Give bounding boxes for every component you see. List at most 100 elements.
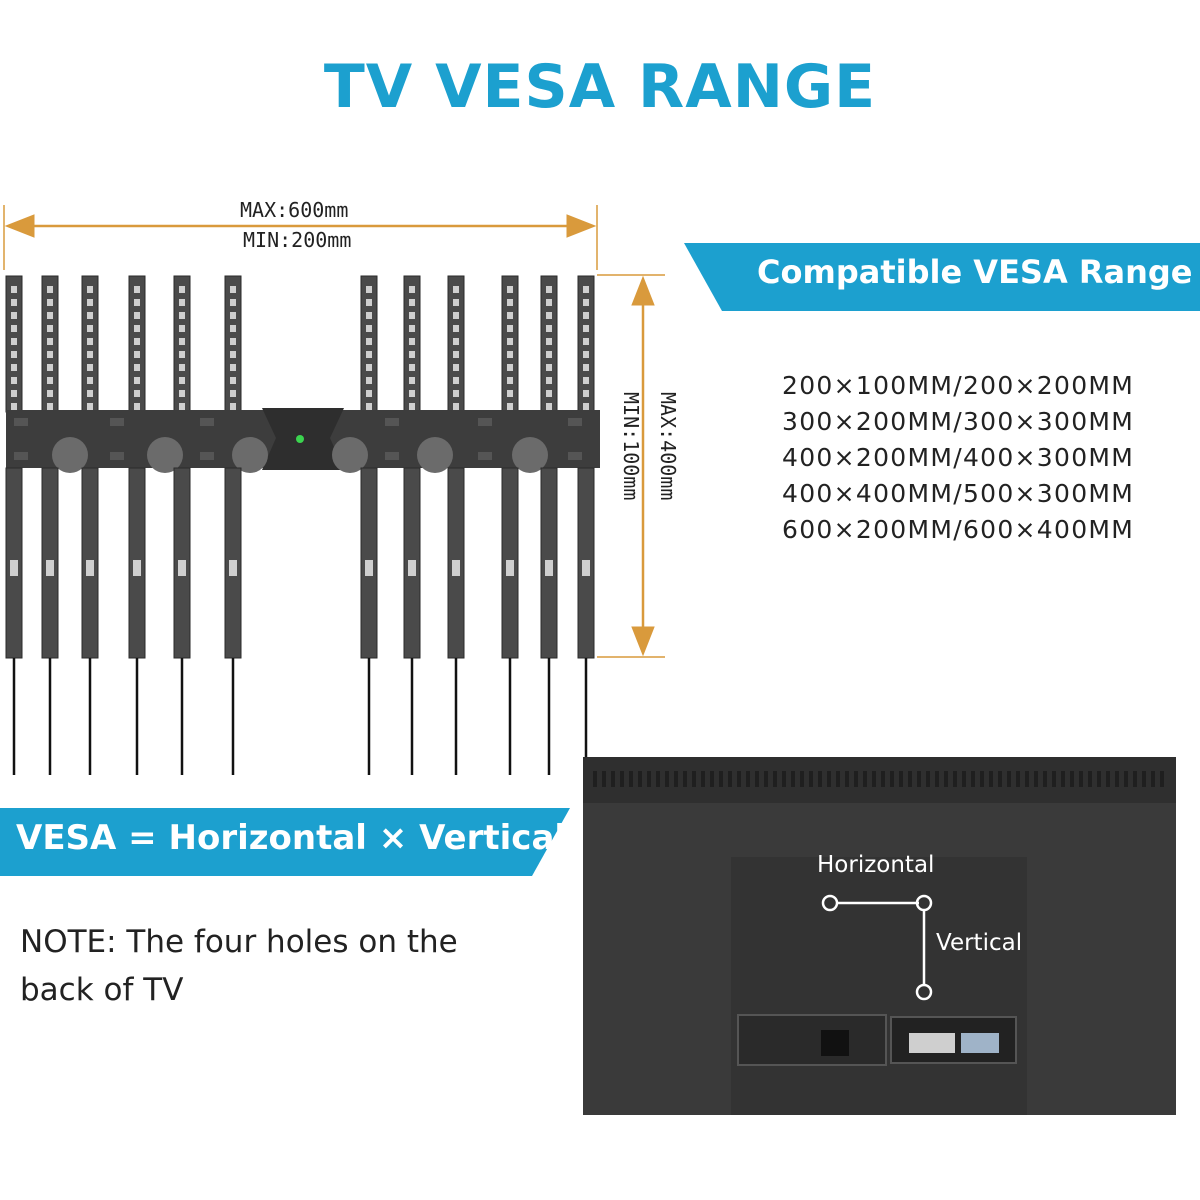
arm-slot [179, 403, 185, 410]
vent-slot [656, 771, 660, 787]
arm-slot [546, 286, 552, 293]
arm-slot [11, 299, 17, 306]
vent-slot [953, 771, 957, 787]
vent-slot [827, 771, 831, 787]
arm-slot [179, 351, 185, 358]
vent-slot [1097, 771, 1101, 787]
arm-slot [583, 351, 589, 358]
arm-slot [453, 312, 459, 319]
arm-slot [453, 377, 459, 384]
arm-slot [179, 338, 185, 345]
page-title: TV VESA RANGE [323, 52, 877, 122]
arm-slot [230, 364, 236, 371]
arm-slot [546, 299, 552, 306]
arm-slot [134, 403, 140, 410]
arm-slot [583, 403, 589, 410]
vent-slot [638, 771, 642, 787]
vent-slot [1142, 771, 1146, 787]
arm-slot [545, 560, 553, 576]
arm-slot [134, 351, 140, 358]
arm-slot [47, 286, 53, 293]
vent-slot [1016, 771, 1020, 787]
arm-slot [506, 560, 514, 576]
arm-slot [409, 325, 415, 332]
arm-slot [583, 377, 589, 384]
arm-slot [546, 351, 552, 358]
vent-slot [818, 771, 822, 787]
arm-slot [507, 312, 513, 319]
arm-slot [133, 560, 141, 576]
vent-slot [620, 771, 624, 787]
arm-slot [546, 325, 552, 332]
arm-slot [453, 286, 459, 293]
arm-slot [87, 312, 93, 319]
vent-slot [611, 771, 615, 787]
vertical-max-label: MAX:400mm [656, 392, 680, 501]
arm-slot [87, 299, 93, 306]
vent-slot [1160, 771, 1164, 787]
vent-slot [890, 771, 894, 787]
arm-slot [366, 299, 372, 306]
vent-slot [836, 771, 840, 787]
vent-slot [782, 771, 786, 787]
vent-slot [971, 771, 975, 787]
arm-slot [230, 390, 236, 397]
vent-slot [683, 771, 687, 787]
arm-slot [507, 325, 513, 332]
mount-plate [6, 408, 600, 473]
arm-slot [366, 351, 372, 358]
arm-slot [507, 390, 513, 397]
vent-slot [701, 771, 705, 787]
arm-slot [178, 560, 186, 576]
upper-bracket-arms [5, 275, 595, 413]
arm-slot [230, 377, 236, 384]
vent-slot [980, 771, 984, 787]
vent-slot [881, 771, 885, 787]
arm-slot [409, 403, 415, 410]
arm-slot [453, 390, 459, 397]
arm-slot [366, 377, 372, 384]
vent-slot [998, 771, 1002, 787]
arm-slot [453, 338, 459, 345]
vent-slot [1124, 771, 1128, 787]
horizontal-dimension-arrow [3, 205, 598, 270]
arm-slot [47, 325, 53, 332]
vent-slot [692, 771, 696, 787]
compatible-banner [684, 243, 1200, 311]
note-text: NOTE: The four holes on the back of TV [20, 924, 458, 1008]
arm-slot [134, 312, 140, 319]
arm-slot [507, 286, 513, 293]
arm-slot [87, 390, 93, 397]
vent-slot [809, 771, 813, 787]
arm-slot [408, 560, 416, 576]
arm-slot [546, 364, 552, 371]
arm-slot [409, 286, 415, 293]
arm-slot [11, 403, 17, 410]
vent-slot [1151, 771, 1155, 787]
arm-slot [409, 338, 415, 345]
arm-slot [366, 390, 372, 397]
arm-slot [86, 560, 94, 576]
vent-slot [908, 771, 912, 787]
arm-slot [47, 338, 53, 345]
arm-slot [230, 286, 236, 293]
vent-slot [1079, 771, 1083, 787]
arm-slot [409, 364, 415, 371]
vent-slot [791, 771, 795, 787]
vent-slot [1025, 771, 1029, 787]
arm-slot [546, 390, 552, 397]
tv-horizontal-label: Horizontal [817, 852, 935, 878]
arm-slot [507, 377, 513, 384]
arm-slot [11, 390, 17, 397]
arm-slot [134, 390, 140, 397]
vent-slot [719, 771, 723, 787]
arm-slot [582, 560, 590, 576]
arm-slot [453, 325, 459, 332]
vent-slot [1133, 771, 1137, 787]
vesa-formula-banner [0, 808, 570, 876]
vent-slot [863, 771, 867, 787]
vesa-size-list: 200×100MM/200×200MM 300×200MM/300×300MM … [782, 368, 1134, 548]
tv-back-illustration [583, 757, 1176, 1115]
arm-slot [546, 338, 552, 345]
arm-slot [366, 338, 372, 345]
